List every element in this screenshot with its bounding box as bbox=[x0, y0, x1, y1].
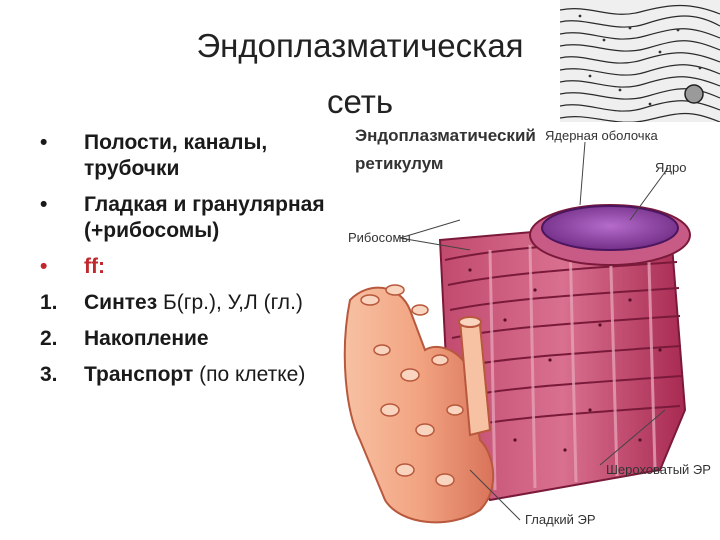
item-rest-text: Б(гр.), У,Л (гл.) bbox=[157, 291, 303, 314]
title-line-1: Эндоплазматическая bbox=[196, 27, 524, 64]
figure-title-line-1: Эндоплазматический bbox=[355, 126, 536, 145]
numbered-item: 2. Накопление bbox=[40, 326, 330, 352]
label-ribosomes: Рибосомы bbox=[348, 230, 411, 245]
bullet-text: Полости, каналы, трубочки bbox=[84, 131, 268, 180]
micrograph-image bbox=[560, 0, 720, 122]
item-rest-text: (по клетке) bbox=[193, 363, 306, 386]
bullet-list: • Полости, каналы, трубочки • Гладкая и … bbox=[40, 130, 330, 398]
bullet-marker: • bbox=[40, 131, 48, 154]
bullet-text: Гладкая и гранулярная (+рибосомы) bbox=[84, 193, 325, 242]
bullet-item: • Полости, каналы, трубочки bbox=[40, 130, 330, 182]
bullet-item: • ff: bbox=[40, 254, 330, 280]
er-illustration bbox=[343, 141, 691, 524]
numbered-item: 1. Синтез Б(гр.), У,Л (гл.) bbox=[40, 290, 330, 316]
bullet-item: • Гладкая и гранулярная (+рибосомы) bbox=[40, 192, 330, 244]
number-marker: 3. bbox=[40, 363, 58, 386]
rough-er bbox=[438, 218, 687, 502]
figure-title: Эндоплазматический ретикулум bbox=[355, 122, 536, 178]
item-bold-text: Синтез bbox=[84, 291, 158, 314]
item-text: Накопление bbox=[84, 327, 209, 350]
label-rough-er: Шероховатый ЭР bbox=[606, 462, 711, 477]
title-line-2: сеть bbox=[326, 83, 394, 120]
bullet-marker: • bbox=[40, 193, 48, 216]
item-bold-text: Транспорт bbox=[84, 363, 194, 386]
slide-title: Эндоплазматическая сеть bbox=[130, 18, 590, 130]
numbered-item: 3. Транспорт (по клетке) bbox=[40, 362, 330, 388]
smooth-er bbox=[343, 284, 495, 524]
number-marker: 2. bbox=[40, 327, 58, 350]
bullet-marker: • bbox=[40, 255, 48, 278]
bullet-text: ff: bbox=[84, 255, 105, 278]
label-nuclear-envelope: Ядерная оболочка bbox=[545, 128, 658, 143]
label-nucleus: Ядро bbox=[655, 160, 687, 175]
number-marker: 1. bbox=[40, 291, 58, 314]
figure-title-line-2: ретикулум bbox=[355, 154, 444, 173]
nucleus bbox=[529, 204, 691, 266]
label-smooth-er: Гладкий ЭР bbox=[525, 512, 596, 527]
